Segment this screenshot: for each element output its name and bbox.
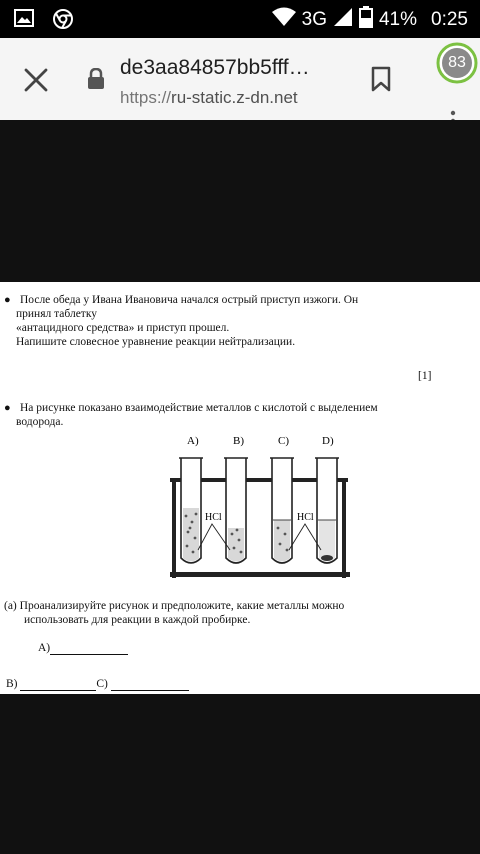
label-a: A) xyxy=(187,435,199,447)
page-title[interactable]: de3aa84857bb5fff… xyxy=(120,56,310,79)
tabs-badge-ring xyxy=(436,42,478,84)
battery-percent: 41% xyxy=(378,9,418,30)
signal-icon xyxy=(333,7,353,33)
bullet-icon: ● xyxy=(4,294,11,306)
hcl-pointer-2 xyxy=(288,523,322,551)
q2-line-2: водорода. xyxy=(16,416,64,428)
url-host: ru-static.z-dn.net xyxy=(171,88,298,107)
test-tube-c xyxy=(270,457,294,564)
tabs-count: 83 xyxy=(448,54,466,71)
close-icon xyxy=(24,68,48,92)
answer-a-blank xyxy=(50,643,129,655)
mark-label: [1] xyxy=(418,370,432,382)
answer-b-label: B) xyxy=(6,678,18,690)
lock-icon[interactable] xyxy=(86,67,106,90)
image-dark-region-top xyxy=(0,120,480,282)
q1-line-2: принял таблетку xyxy=(16,308,97,320)
test-tube-d xyxy=(315,457,339,564)
q2-line-1: На рисунке показано взаимодействие метал… xyxy=(20,402,378,414)
label-d: D) xyxy=(322,435,334,447)
label-c: C) xyxy=(278,435,289,447)
bullet-icon: ● xyxy=(4,402,11,414)
q1-line-3: «антацидного средства» и приступ прошел. xyxy=(16,322,230,334)
question-a-line-2: использовать для реакции в каждой пробир… xyxy=(24,614,251,626)
bookmark-icon xyxy=(371,66,391,92)
answer-c-label: C) xyxy=(96,678,108,690)
test-tubes-figure: A) B) C) D) xyxy=(170,435,350,578)
question-a-line-1: (а) Проанализируйте рисунок и предположи… xyxy=(4,600,345,612)
label-b: B) xyxy=(233,435,244,447)
url-bar: de3aa84857bb5fff… https://ru-static.z-dn… xyxy=(0,38,480,132)
q1-line-1: После обеда у Ивана Ивановича начался ос… xyxy=(20,294,359,306)
answer-a-label: A) xyxy=(38,642,51,654)
answer-b-blank xyxy=(20,679,97,691)
wifi-icon xyxy=(271,7,296,33)
answer-c-blank xyxy=(110,679,189,691)
network-type: 3G xyxy=(301,9,327,30)
battery-icon xyxy=(358,6,373,34)
hcl-label-2: HCl xyxy=(297,512,314,523)
answer-a: A) xyxy=(38,642,129,655)
tube-rack xyxy=(170,478,350,578)
document-image[interactable]: ● После обеда у Ивана Ивановича начался … xyxy=(0,282,480,694)
bookmark-button[interactable] xyxy=(370,66,392,92)
hcl-pointer-1 xyxy=(197,523,231,551)
clock: 0:25 xyxy=(431,9,468,30)
chrome-notification-icon xyxy=(52,8,74,35)
hcl-label-1: HCl xyxy=(205,512,222,523)
gallery-notification-icon xyxy=(14,8,34,35)
q1-line-4: Напишите словесное уравнение реакции ней… xyxy=(16,336,296,348)
url-origin[interactable]: https://ru-static.z-dn.net xyxy=(120,88,298,108)
test-tube-a xyxy=(179,457,203,564)
image-dark-region-bottom xyxy=(0,694,480,854)
answer-b-c: B) C) xyxy=(6,678,189,691)
status-bar: 3G 41% 0:25 xyxy=(0,0,480,38)
test-tube-b xyxy=(224,457,248,564)
close-button[interactable] xyxy=(22,66,50,94)
url-scheme: https:// xyxy=(120,88,172,107)
tabs-switcher-button[interactable]: 83 xyxy=(436,42,478,84)
